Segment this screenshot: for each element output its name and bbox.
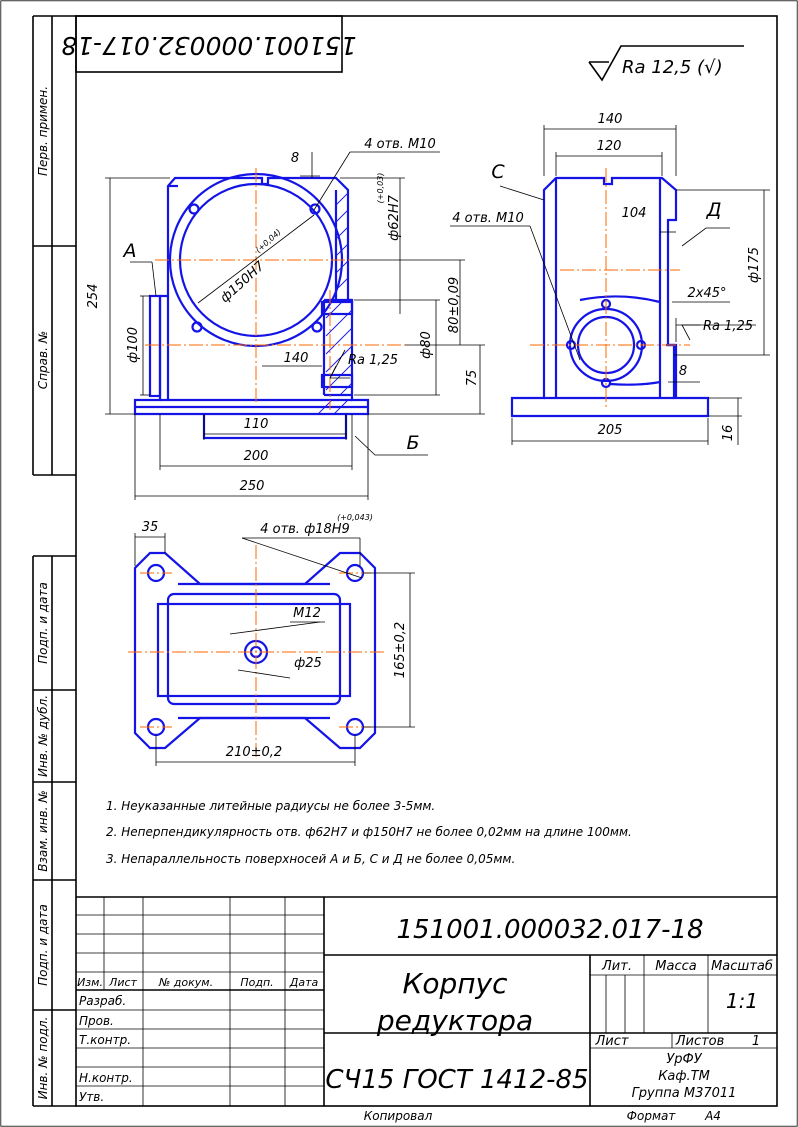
format-value: А4	[704, 1109, 721, 1123]
front-ra125: Ra 1,25	[348, 353, 398, 368]
dim-200: 200	[244, 449, 269, 464]
dim-120-side: 120	[597, 139, 622, 154]
side-ra125: Ra 1,25	[703, 319, 753, 334]
kopiroval-label: Копировал	[364, 1109, 433, 1123]
side-holes-m10: 4 отв. М10	[452, 211, 524, 226]
dim-80-009: 80±0,09	[447, 277, 462, 333]
sheets-count: 1	[752, 1034, 760, 1049]
plan-dimensions	[134, 533, 415, 766]
dim-d175: ф175	[747, 247, 762, 283]
note-1: 1. Неуказанные литейные радиусы не более…	[106, 799, 435, 813]
inv-dubl-label: Инв. № дубл.	[36, 695, 50, 777]
front-view	[133, 168, 405, 440]
front-bottom-bore-step	[320, 373, 354, 389]
dim-d80: ф80	[419, 331, 434, 359]
roughness-label: Ra 12,5 (√)	[622, 57, 723, 78]
material: СЧ15 ГОСТ 1412-85	[325, 1065, 588, 1095]
org-line1: УрФУ	[666, 1052, 702, 1067]
dim-8-side: 8	[679, 364, 687, 379]
side-dimensions	[450, 125, 770, 445]
h-izm: Изм.	[77, 976, 103, 989]
row-nkontr: Н.контр.	[79, 1071, 133, 1085]
front-thread-hole-1	[188, 203, 200, 215]
row-razrab: Разраб.	[79, 994, 126, 1008]
dim-165-plan: 165±0,2	[393, 622, 408, 678]
dim-d100: ф100	[126, 327, 141, 363]
title-block-grid	[76, 896, 777, 1106]
title-doc-code: 151001.000032.017-18	[396, 915, 703, 945]
note-2: 2. Неперпендикулярность отв. ф62Н7 и ф15…	[106, 825, 632, 839]
h-lit: Лит.	[601, 959, 632, 974]
dim-250: 250	[240, 479, 265, 494]
front-thread-hole-4	[311, 321, 323, 333]
dim-75: 75	[465, 370, 480, 387]
surface-d-label: Д	[706, 199, 722, 221]
sprav-label: Справ. №	[36, 331, 50, 389]
h-masshtab: Масштаб	[711, 959, 773, 974]
scale-value: 1:1	[726, 989, 758, 1013]
roughness-symbol	[588, 45, 744, 82]
top-doc-code: 151001.000032.017-18	[61, 31, 356, 60]
row-utv: Утв.	[79, 1090, 104, 1104]
vzam-inv-label: Взам. инв. №	[36, 790, 50, 871]
podp-data-label-1: Подп. и дата	[36, 582, 50, 664]
check-mark: √	[704, 57, 716, 78]
row-tkontr: Т.контр.	[79, 1033, 131, 1047]
plan-holes-18: 4 отв. ф18Н9	[260, 522, 350, 537]
dim-210-plan: 210±0,2	[226, 745, 282, 760]
plan-holes-18-tol: (+0,043)	[337, 513, 373, 522]
dim-35-plan: 35	[142, 520, 159, 535]
top-code-box	[75, 15, 343, 73]
h-sheet: Лист	[595, 1034, 629, 1049]
surface-a-label: А	[122, 240, 137, 262]
h-massa: Масса	[655, 959, 696, 974]
plan-view	[128, 545, 385, 758]
front-flange-a	[148, 294, 162, 398]
plan-body-top	[166, 592, 342, 706]
front-thread-hole-2	[309, 203, 321, 215]
dim-16-side: 16	[721, 425, 736, 442]
h-data: Дата	[289, 976, 319, 989]
plan-d25: ф25	[294, 656, 322, 671]
dim-140-side: 140	[598, 112, 623, 127]
dim-d62: ф62Н7	[387, 194, 402, 240]
surface-b-label: Б	[406, 432, 419, 454]
perv-primen-label: Перв. примен.	[36, 86, 50, 176]
dim-205-side: 205	[598, 423, 623, 438]
h-podp: Подп.	[240, 976, 273, 989]
left-strip	[32, 15, 76, 1107]
part-name-line1: Корпус	[402, 967, 508, 1000]
surface-c-label: С	[491, 161, 505, 183]
dim-104-side: 104	[622, 206, 647, 221]
org-line2: Каф.ТМ	[658, 1069, 710, 1084]
dim-8-front: 8	[291, 151, 299, 166]
front-thread-hole-3	[191, 321, 203, 333]
format-label: Формат	[627, 1109, 677, 1123]
side-view	[510, 168, 710, 418]
podp-data-label-2: Подп. и дата	[36, 904, 50, 986]
dim-140-front: 140	[284, 351, 309, 366]
part-name-line2: редуктора	[376, 1004, 533, 1037]
front-dimensions	[105, 151, 485, 500]
h-docum: № докум.	[158, 976, 213, 989]
org-line3: Группа М37011	[632, 1086, 737, 1101]
side-chamfer: 2х45°	[687, 286, 726, 301]
h-sheets: Листов	[675, 1034, 725, 1049]
dim-d150-tol: (+0,04)	[254, 228, 283, 255]
dim-d62-tol: (+0,03)	[376, 173, 385, 204]
front-top-bore-step	[320, 300, 354, 316]
h-list: Лист	[108, 976, 137, 989]
row-prov: Пров.	[79, 1014, 114, 1028]
front-holes-m10: 4 отв. М10	[364, 137, 436, 152]
note-3: 3. Непараллельность поверхносей А и Б, С…	[106, 852, 515, 866]
drawing-frame	[75, 15, 778, 1107]
dim-254: 254	[86, 284, 101, 309]
dim-110: 110	[244, 417, 269, 432]
plan-m12: М12	[293, 606, 321, 621]
inv-podl-label: Инв. № подл.	[36, 1017, 50, 1100]
